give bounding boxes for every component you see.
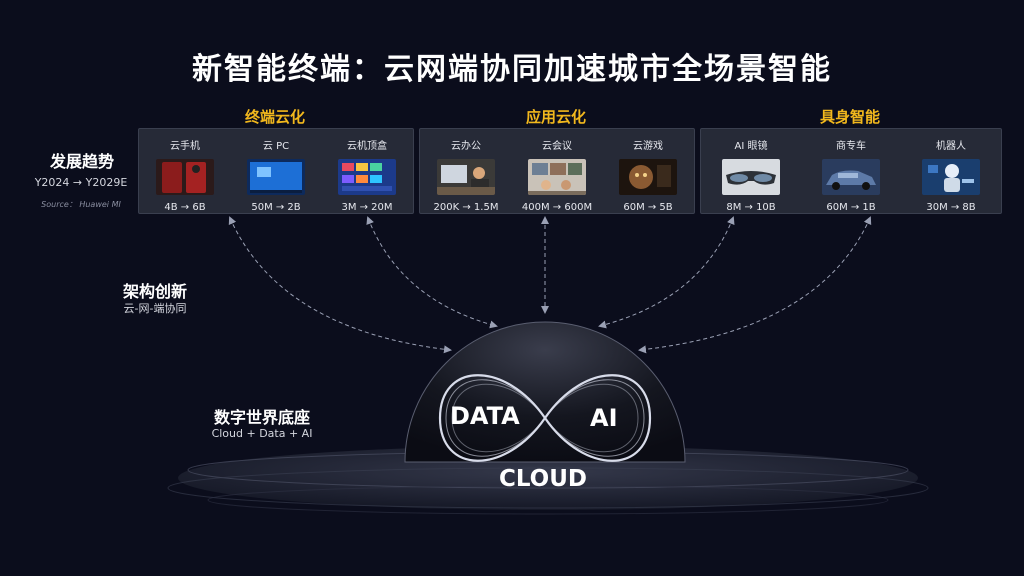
card-name: 云会议 bbox=[542, 141, 572, 152]
trend-source: Source： Huawei MI bbox=[41, 200, 121, 209]
base-sub: Cloud + Data + AI bbox=[211, 427, 313, 440]
robot-image bbox=[922, 159, 980, 195]
cloud-platform bbox=[167, 446, 929, 515]
panel-app-cloud: 云办公 200K → 1.5M 云会议 400M → 600M 云游戏 60M … bbox=[419, 128, 695, 214]
cloud-office-image bbox=[437, 159, 495, 195]
card-value: 30M → 8B bbox=[926, 202, 976, 213]
card-value: 60M → 5B bbox=[623, 202, 673, 213]
card-cloud-stb[interactable]: 云机顶盒 3M → 20M bbox=[319, 129, 415, 213]
card-cloud-office[interactable]: 云办公 200K → 1.5M bbox=[418, 129, 514, 213]
card-name: 云 PC bbox=[262, 141, 290, 152]
trend-label: 发展趋势 bbox=[49, 152, 114, 171]
group-title-terminal-cloud: 终端云化 bbox=[244, 108, 305, 126]
card-name: 商专车 bbox=[836, 141, 866, 152]
card-name: 机器人 bbox=[936, 141, 966, 152]
card-name: 云办公 bbox=[451, 141, 481, 152]
card-value: 60M → 1B bbox=[826, 202, 876, 213]
trend-range: Y2024 → Y2029E bbox=[34, 176, 128, 189]
card-robot[interactable]: 机器人 30M → 8B bbox=[903, 129, 999, 213]
data-label: DATA bbox=[450, 402, 520, 430]
commercial-car-image bbox=[822, 159, 880, 195]
card-name: 云手机 bbox=[170, 141, 200, 152]
card-value: 400M → 600M bbox=[521, 202, 593, 213]
card-name: 云机顶盒 bbox=[347, 141, 387, 152]
base-label: 数字世界底座 bbox=[213, 408, 310, 427]
card-name: AI 眼镜 bbox=[734, 141, 768, 152]
cloud-gaming-image bbox=[619, 159, 677, 195]
group-title-embodied-ai: 具身智能 bbox=[819, 108, 880, 126]
arch-sub: 云-网-端协同 bbox=[123, 302, 187, 315]
cloud-stb-image bbox=[338, 159, 396, 195]
card-cloud-gaming[interactable]: 云游戏 60M → 5B bbox=[600, 129, 696, 213]
card-name: 云游戏 bbox=[633, 141, 663, 152]
card-value: 4B → 6B bbox=[164, 202, 206, 213]
card-cloud-meeting[interactable]: 云会议 400M → 600M bbox=[509, 129, 605, 213]
card-cloud-phone[interactable]: 云手机 4B → 6B bbox=[137, 129, 233, 213]
arrow-left-inner bbox=[366, 216, 498, 329]
group-title-app-cloud: 应用云化 bbox=[525, 108, 586, 126]
arch-label: 架构创新 bbox=[122, 282, 187, 301]
arrow-right-inner bbox=[598, 216, 735, 329]
infinity-symbol bbox=[438, 374, 652, 462]
cloud-phone-image bbox=[156, 159, 214, 195]
dome bbox=[404, 321, 686, 463]
panel-embodied-ai: AI 眼镜 8M → 10B 商专车 60M → 1B 机器人 30M → 8B bbox=[700, 128, 1002, 214]
cloud-pc-image bbox=[247, 159, 305, 195]
panel-terminal-cloud: 云手机 4B → 6B 云 PC 50M → 2B 云机顶盒 3M → 20M bbox=[138, 128, 414, 214]
ai-label: AI bbox=[590, 404, 618, 432]
cloud-label: CLOUD bbox=[498, 466, 588, 492]
arrow-right-outer bbox=[638, 216, 872, 354]
ai-glasses-image bbox=[722, 159, 780, 195]
card-value: 50M → 2B bbox=[251, 202, 301, 213]
arrow-left-outer bbox=[228, 216, 452, 354]
card-cloud-pc[interactable]: 云 PC 50M → 2B bbox=[228, 129, 324, 213]
card-ai-glasses[interactable]: AI 眼镜 8M → 10B bbox=[703, 129, 799, 213]
page-title: 新智能终端：云网端协同加速城市全场景智能 bbox=[192, 52, 832, 87]
card-commercial-car[interactable]: 商专车 60M → 1B bbox=[803, 129, 899, 213]
card-value: 200K → 1.5M bbox=[433, 202, 499, 213]
card-value: 3M → 20M bbox=[341, 202, 393, 213]
card-value: 8M → 10B bbox=[726, 202, 776, 213]
cloud-meeting-image bbox=[528, 159, 586, 195]
